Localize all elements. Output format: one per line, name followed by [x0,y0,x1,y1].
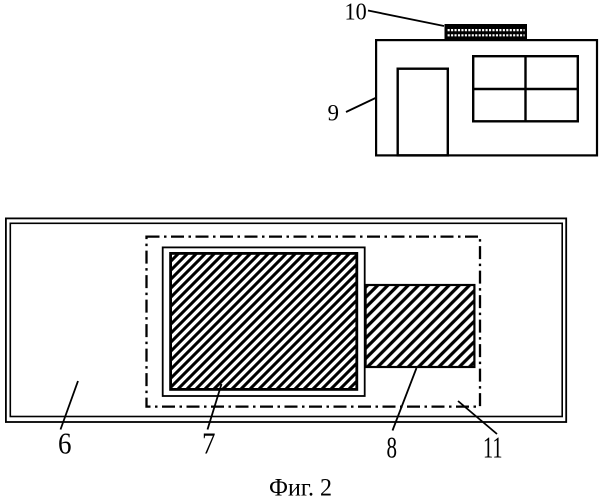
svg-text:6: 6 [58,426,72,461]
svg-text:8: 8 [387,430,398,465]
svg-text:7: 7 [202,426,216,461]
svg-text:9: 9 [328,101,340,126]
svg-text:10: 10 [345,0,367,26]
svg-text:11: 11 [483,430,503,465]
svg-text:Фиг. 2: Фиг. 2 [269,473,332,500]
